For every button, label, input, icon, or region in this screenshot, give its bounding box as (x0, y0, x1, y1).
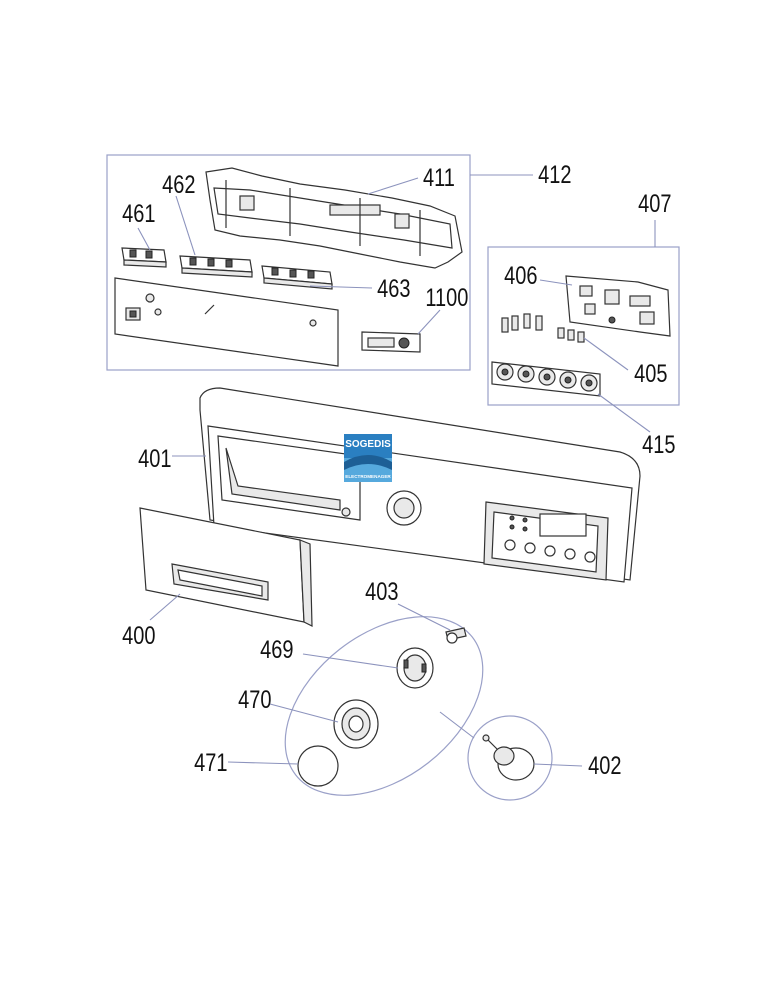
part-463-button-strip (261, 265, 333, 290)
frame-407 (487, 246, 680, 406)
callout-403: 403 (365, 578, 398, 606)
part-400-drawer (139, 507, 313, 627)
logo-brand: SOGEDIS (345, 439, 391, 450)
part-406-board (565, 275, 671, 337)
leader-406 (539, 279, 573, 286)
callout-411: 411 (423, 164, 455, 192)
callout-469: 469 (260, 636, 293, 664)
callout-461: 461 (122, 200, 155, 228)
leader-1100 (417, 309, 441, 335)
knob-402-outline (467, 715, 553, 801)
part-471-knob-cap (297, 745, 339, 787)
part-415-button-block (491, 361, 601, 397)
callout-471: 471 (194, 749, 227, 777)
callout-1100: 1100 (425, 284, 468, 312)
leader-469 (302, 653, 399, 669)
part-405-lightpipes (501, 313, 585, 343)
sogedis-logo: SOGEDIS ELECTROMENAGER (344, 434, 392, 482)
part-402-knob (482, 734, 535, 781)
part-462-button-strip (179, 255, 253, 278)
callout-462: 462 (162, 171, 195, 199)
leader-405 (583, 337, 629, 371)
leader-402 (533, 763, 583, 767)
group-connector (439, 711, 475, 739)
callout-401: 401 (138, 445, 171, 473)
part-469-knob-insert (396, 647, 434, 689)
callout-463: 463 (377, 275, 410, 303)
part-1100-display (361, 331, 421, 353)
leader-462 (175, 195, 196, 256)
callout-400: 400 (122, 622, 155, 650)
leader-471 (227, 761, 299, 765)
part-461-button-strip (121, 247, 167, 268)
callout-407: 407 (638, 190, 671, 218)
callout-412: 412 (538, 161, 571, 189)
leader-415 (597, 393, 651, 433)
part-control-plate (114, 277, 339, 367)
knob-group-outline (284, 616, 484, 796)
part-403-shaft (445, 627, 467, 644)
callout-402: 402 (588, 752, 621, 780)
leader-400 (149, 593, 181, 621)
callout-406: 406 (504, 262, 537, 290)
leader-403 (397, 603, 451, 631)
leader-463 (309, 285, 373, 289)
logo-tagline: ELECTROMENAGER (345, 474, 391, 479)
callout-470: 470 (238, 686, 271, 714)
callout-415: 415 (642, 431, 675, 459)
leader-470 (269, 703, 339, 723)
part-411-housing (205, 167, 463, 269)
leader-411 (367, 177, 419, 195)
callout-405: 405 (634, 360, 667, 388)
part-401-fascia (199, 387, 641, 583)
part-470-knob-ring (333, 699, 379, 749)
frame-412 (106, 154, 471, 371)
leader-461 (137, 227, 151, 251)
